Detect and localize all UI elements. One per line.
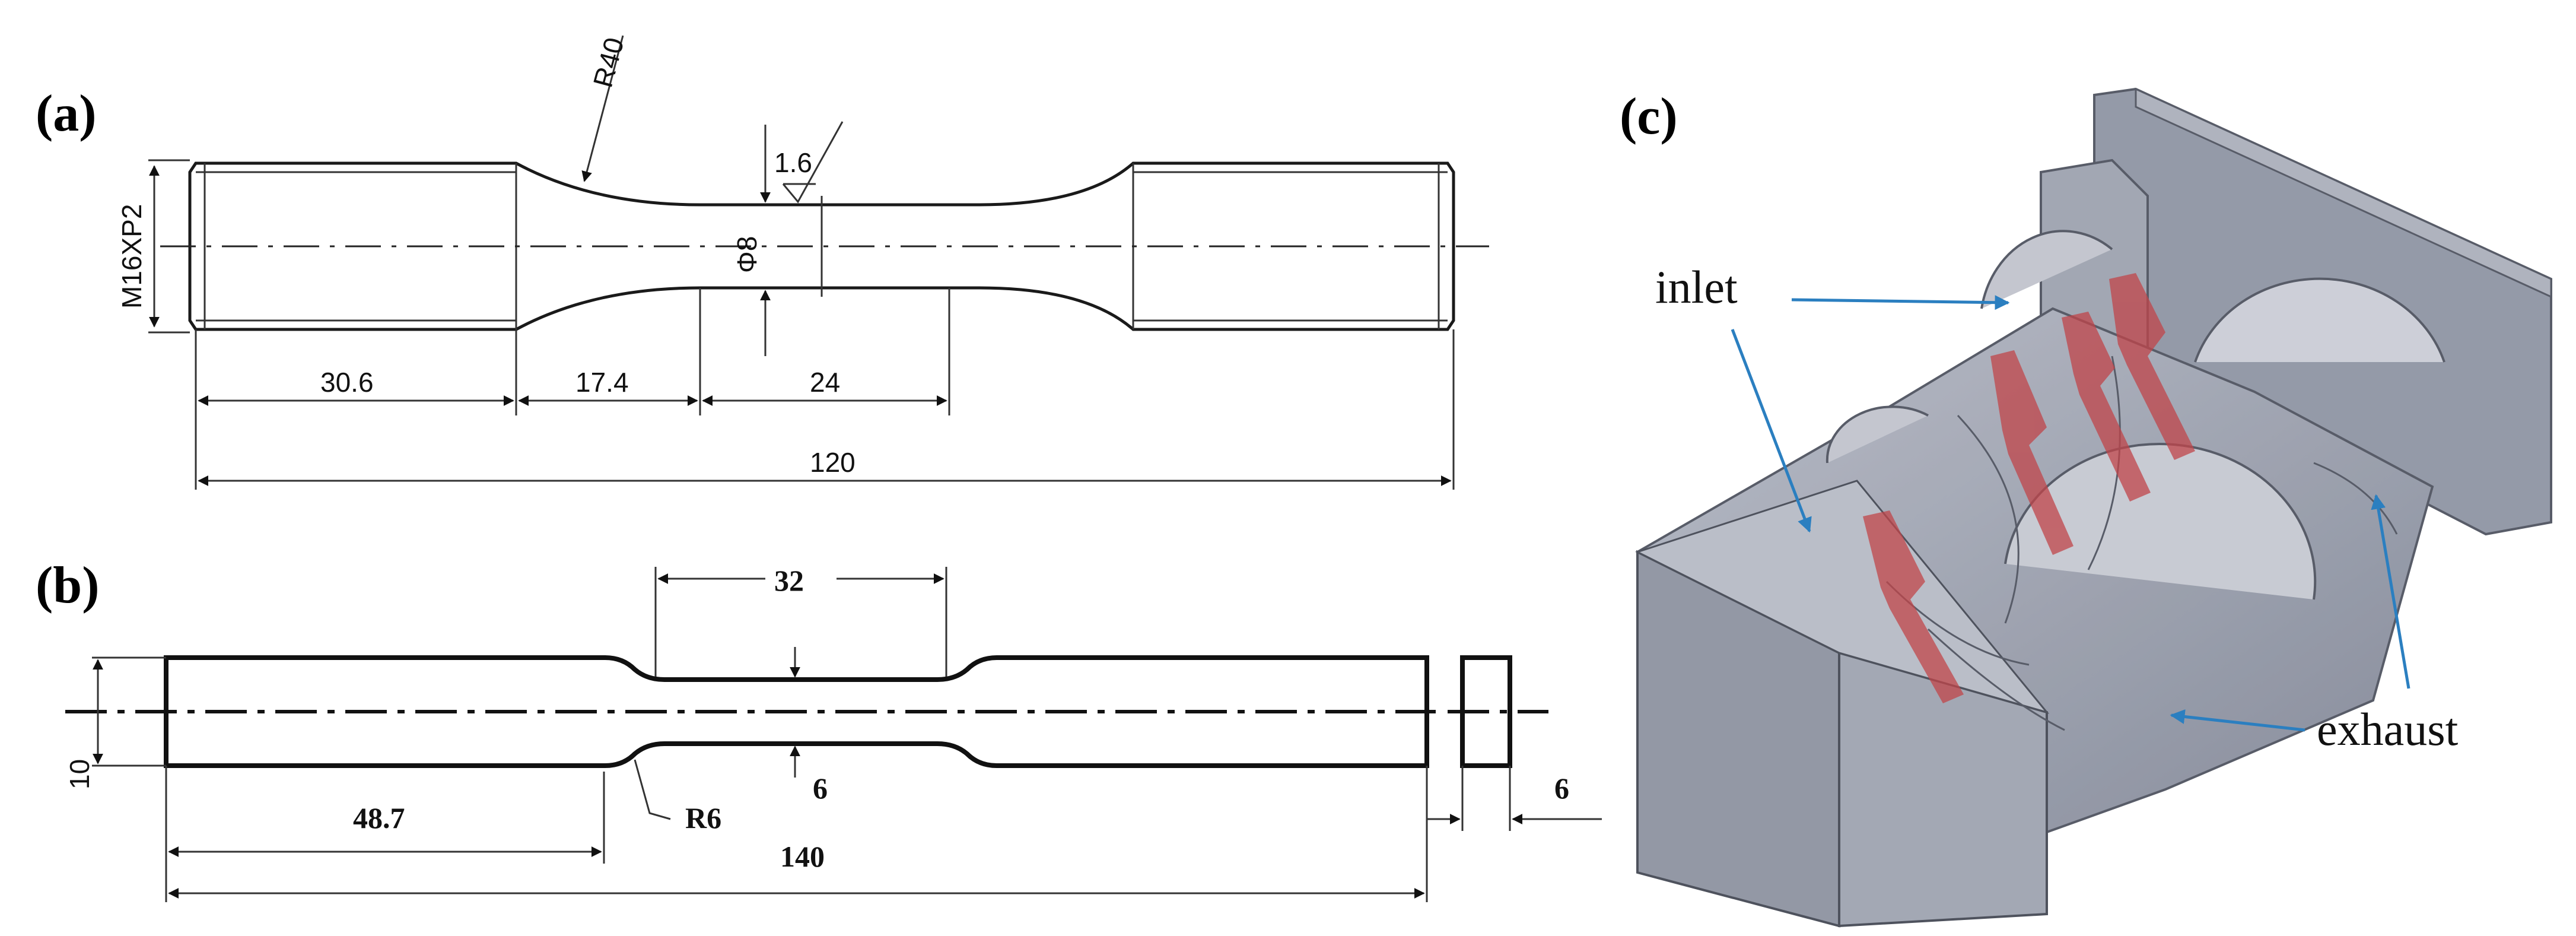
specimen-marker bbox=[2109, 273, 2195, 460]
specimen-marker bbox=[2062, 312, 2151, 502]
exhaust-arrow-2 bbox=[2371, 494, 2410, 689]
dim-gauge-text: 24 bbox=[810, 367, 840, 398]
radius-r6-text: R6 bbox=[685, 801, 721, 835]
dim-grip-text: 30.6 bbox=[320, 367, 374, 398]
roughness-symbol bbox=[782, 121, 844, 204]
width-text: 10 bbox=[64, 759, 95, 789]
panel-b-label: (b) bbox=[36, 557, 100, 614]
inlet-arrow-1 bbox=[1791, 295, 2010, 310]
panel-c-label: (c) bbox=[1620, 88, 1678, 145]
specimen-marker bbox=[1990, 350, 2073, 555]
panel-b: (b) 10 32 6 R6 48.7 140 bbox=[36, 557, 1602, 902]
r40-leader bbox=[581, 35, 624, 182]
inlet-arrow-2 bbox=[1731, 329, 1812, 533]
diameter-text: Φ8 bbox=[732, 236, 762, 273]
specimen-marker bbox=[1863, 510, 1964, 703]
inlet-label: inlet bbox=[1655, 261, 1738, 313]
shoulder-text: 48.7 bbox=[353, 801, 405, 835]
dim-total-text: 120 bbox=[810, 447, 856, 478]
panel-a: (a) M16XP2 R40 Φ8 1.6 bbox=[36, 34, 1489, 490]
specimen-positions bbox=[1863, 273, 2195, 703]
exhaust-arrow-1 bbox=[2170, 709, 2305, 732]
radius-r40-text: R40 bbox=[587, 34, 629, 91]
thickness-text: 6 bbox=[1554, 772, 1569, 805]
exhaust-label: exhaust bbox=[2317, 703, 2459, 755]
thread-spec-text: M16XP2 bbox=[116, 204, 147, 309]
r6-leader bbox=[634, 759, 671, 820]
specimen-a-outline bbox=[188, 161, 1455, 331]
dim-transition-text: 17.4 bbox=[575, 367, 629, 398]
gauge-length-text: 32 bbox=[774, 564, 804, 597]
panel-a-label: (a) bbox=[36, 85, 97, 142]
gauge-width-text: 6 bbox=[813, 772, 828, 805]
total-b-text: 140 bbox=[780, 840, 825, 873]
cylinder-head-model bbox=[1635, 87, 2552, 928]
roughness-text: 1.6 bbox=[774, 147, 812, 178]
panel-c: (c) bbox=[1620, 87, 2552, 928]
dim-label-bg bbox=[765, 561, 837, 596]
